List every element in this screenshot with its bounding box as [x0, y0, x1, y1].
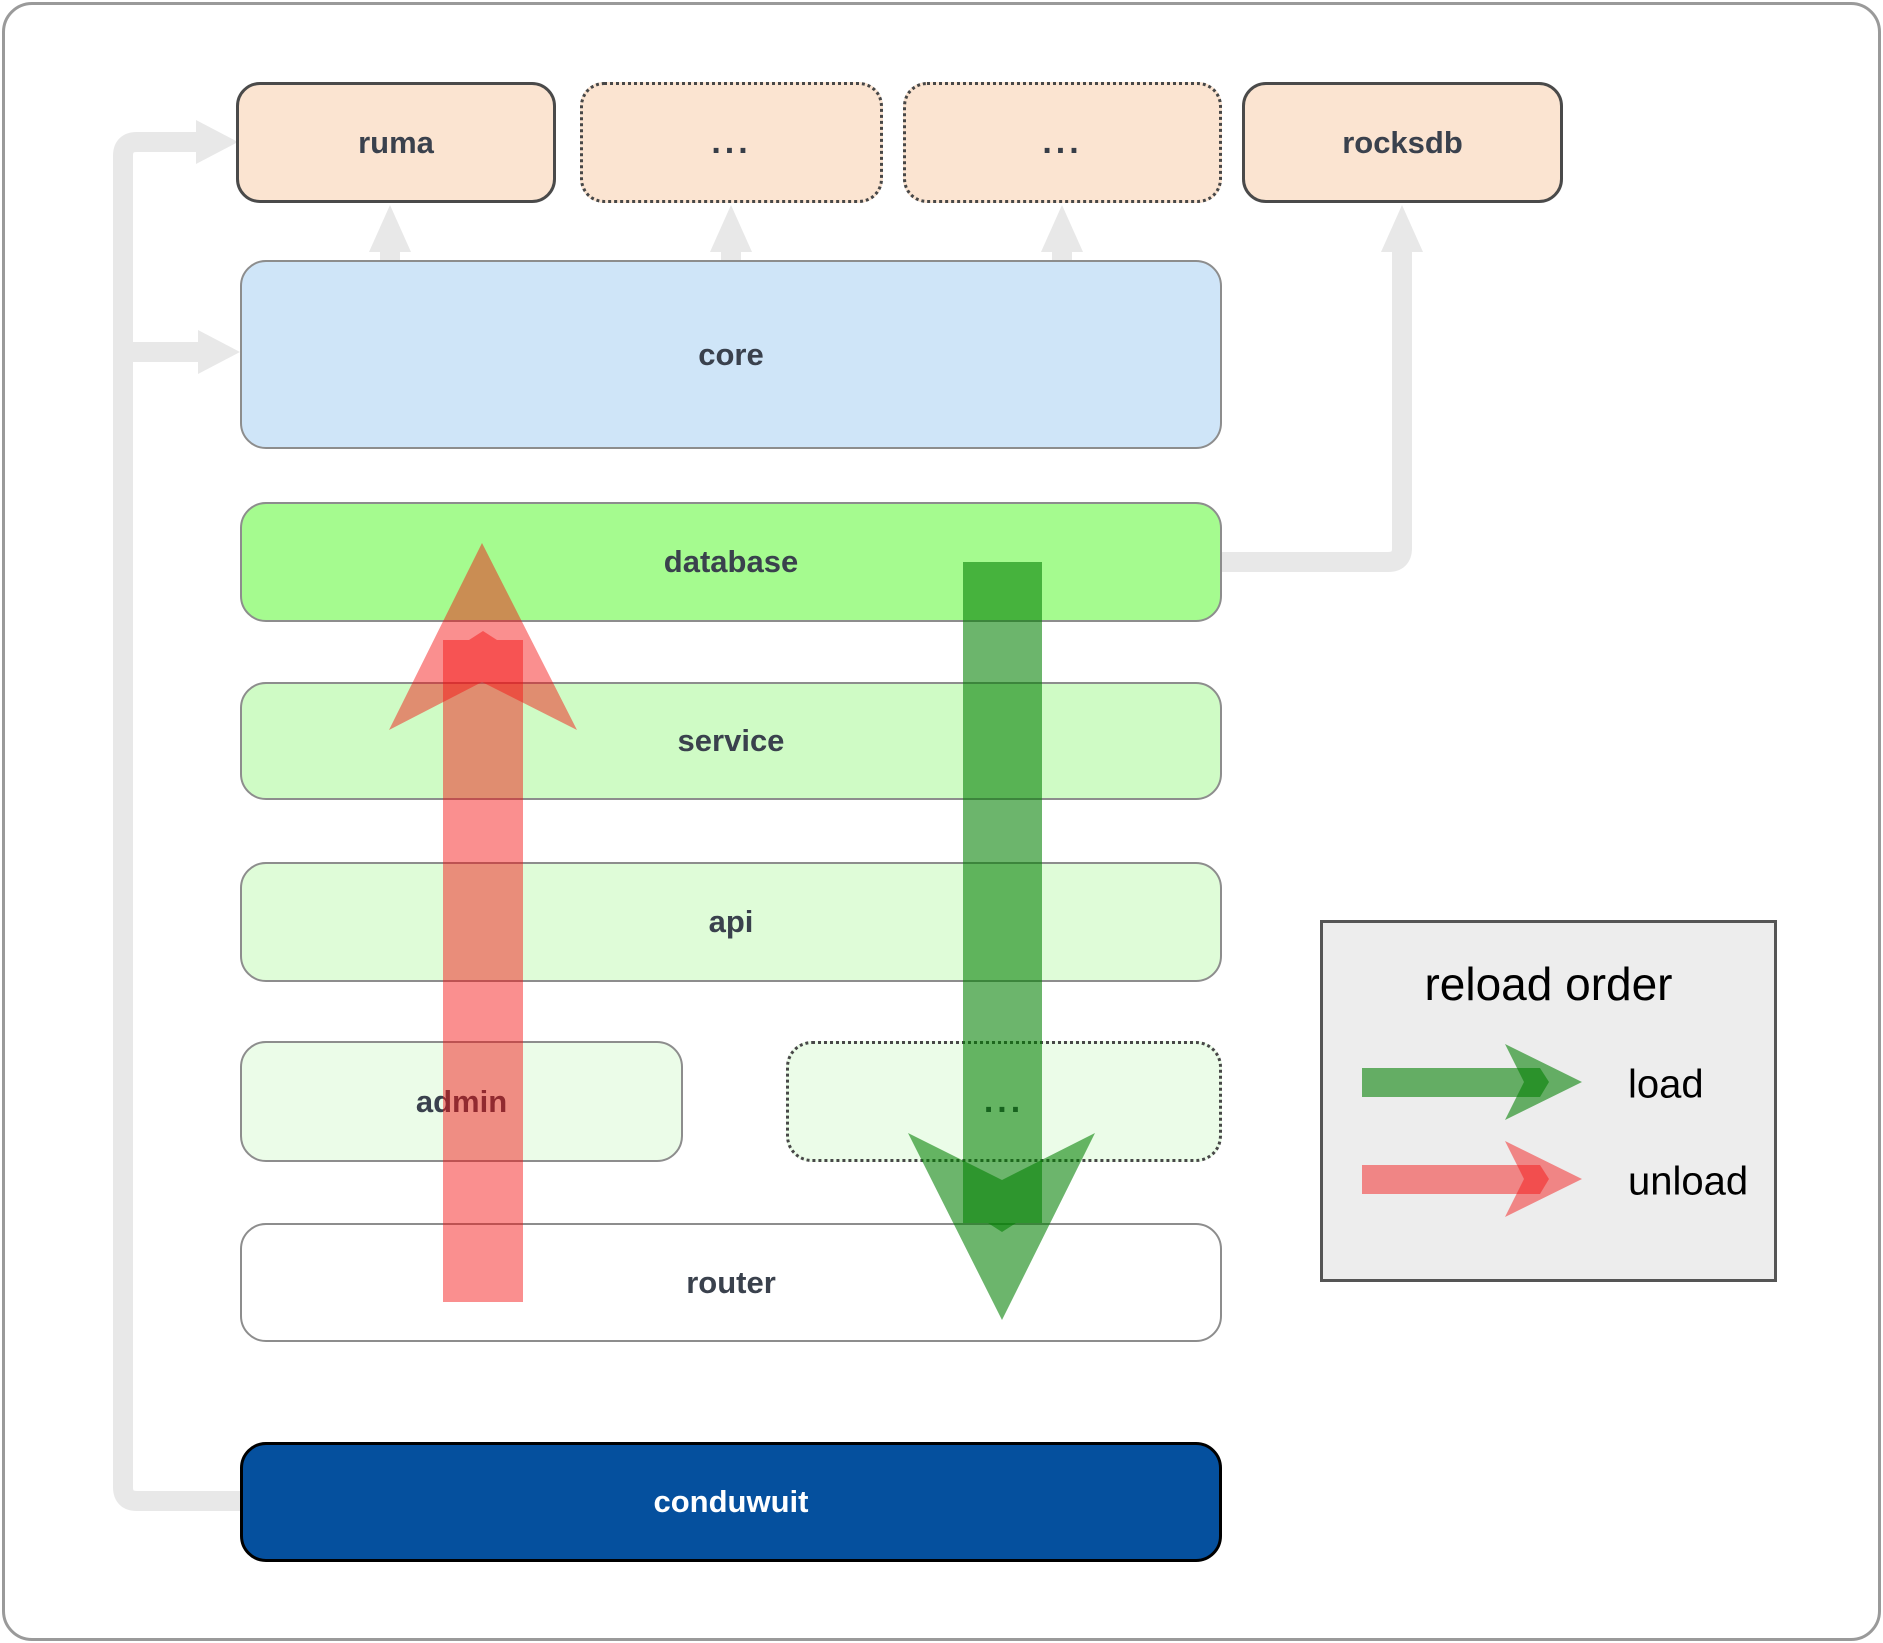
connector-conduwuit-to-left [113, 132, 240, 1511]
node-rocksdb-label: rocksdb [1342, 124, 1463, 160]
node-rocksdb: rocksdb [1242, 82, 1563, 203]
node-more-admin: ... [786, 1041, 1222, 1162]
arrowhead-to-rocksdb-icon [1381, 205, 1423, 252]
node-admin-label: admin [415, 1083, 508, 1119]
legend: reload order load unload [1320, 920, 1777, 1282]
legend-load-label: load [1628, 1062, 1704, 1107]
node-ruma: ruma [236, 82, 556, 203]
node-more-top-2: ... [903, 82, 1222, 203]
node-conduwuit-label: conduwuit [653, 1484, 809, 1519]
node-router-label: router [686, 1264, 776, 1300]
node-api-label: api [708, 904, 754, 939]
node-more-top-1: ... [580, 82, 883, 203]
node-ruma-label: ruma [358, 124, 434, 160]
arrowhead-to-core-left-icon [198, 330, 240, 374]
node-conduwuit: conduwuit [240, 1442, 1222, 1562]
node-more-top-2-label: ... [1042, 123, 1083, 161]
node-service: service [240, 682, 1222, 800]
node-database-label: database [663, 544, 799, 579]
arrowhead-core-to-ruma-icon [369, 205, 411, 252]
arrowhead-to-ruma-left-icon [196, 120, 238, 164]
node-database: database [240, 502, 1222, 622]
legend-unload-label: unload [1628, 1159, 1749, 1204]
arrowhead-core-to-more1-icon [710, 205, 752, 252]
node-more-admin-label: ... [983, 1082, 1025, 1120]
node-api: api [240, 862, 1222, 982]
node-core-label: core [698, 336, 764, 372]
node-more-top-1-label: ... [711, 123, 752, 161]
node-core: core [240, 260, 1222, 449]
arrowhead-core-to-more2-icon [1041, 205, 1083, 252]
node-service-label: service [677, 723, 785, 758]
legend-title: reload order [1424, 958, 1673, 1010]
connector-database-to-rocksdb [1222, 252, 1412, 572]
node-router: router [240, 1223, 1222, 1342]
node-admin: admin [240, 1041, 683, 1162]
